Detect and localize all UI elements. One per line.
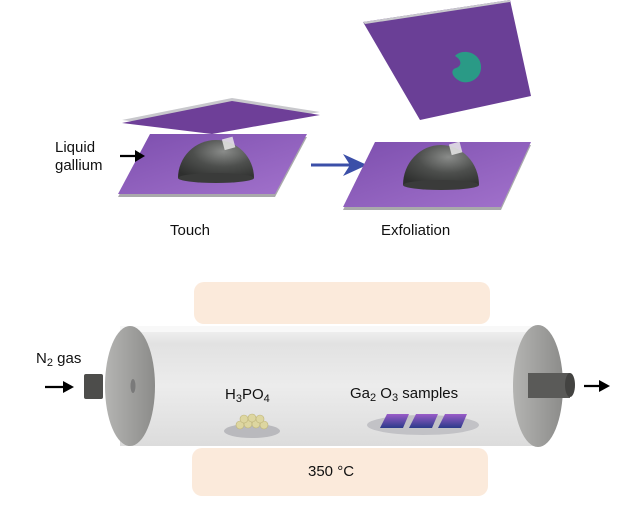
precursor-beads bbox=[235, 413, 269, 430]
sample-label: Ga2 O3 samples bbox=[350, 385, 459, 404]
quartz-tube bbox=[120, 326, 540, 446]
precursor-label: H3PO4 bbox=[225, 386, 270, 405]
inlet-gas-label: N2 gas bbox=[36, 350, 82, 369]
exfoliation-caption: Exfoliation bbox=[381, 222, 451, 239]
exfoliated-film bbox=[452, 51, 482, 83]
upper-heater bbox=[194, 282, 490, 324]
temperature-label: 350 °C bbox=[308, 463, 355, 480]
inlet-pipe bbox=[84, 374, 103, 399]
exfoliation-gallium-droplet bbox=[403, 145, 479, 185]
furnace-illustration bbox=[84, 282, 575, 496]
precursor-dish bbox=[224, 424, 280, 438]
liquid-gallium-label-line2: gallium bbox=[55, 157, 103, 174]
left-end-cap bbox=[105, 326, 155, 446]
lifted-substrate bbox=[363, 0, 531, 120]
liquid-gallium-arrow-icon bbox=[120, 150, 145, 162]
gallium-droplet bbox=[178, 140, 254, 178]
liquid-gallium-label-line1: Liquid bbox=[55, 139, 96, 156]
lower-heater bbox=[192, 448, 488, 496]
outlet-pipe bbox=[528, 373, 570, 398]
inlet-arrow-icon bbox=[45, 381, 74, 393]
exfoliation-illustration bbox=[343, 0, 531, 210]
outlet-arrow-icon bbox=[584, 380, 610, 392]
touch-illustration bbox=[118, 98, 320, 197]
touch-caption: Touch bbox=[170, 222, 211, 239]
sample-chips bbox=[380, 414, 467, 428]
top-substrate bbox=[122, 101, 320, 134]
process-arrow-icon bbox=[311, 154, 367, 176]
